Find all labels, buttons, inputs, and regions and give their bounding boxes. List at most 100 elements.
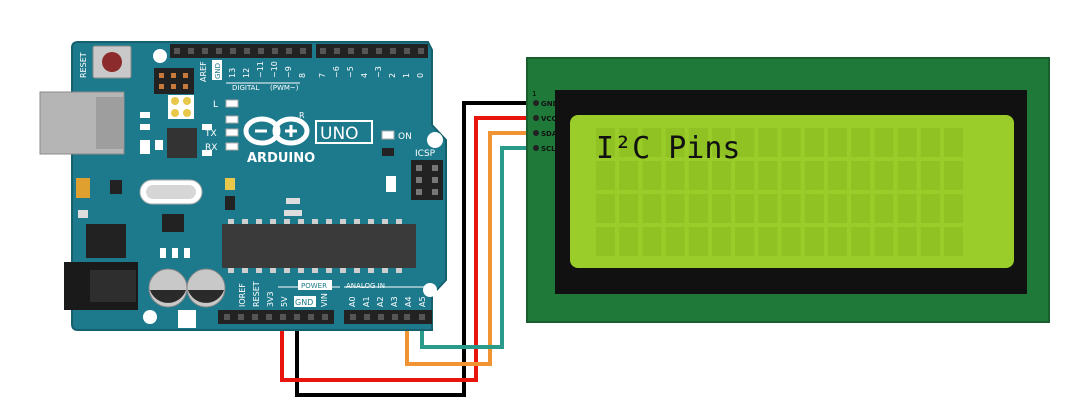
analog-pin-label: A5 [418,296,427,307]
lcd-cell [642,227,662,256]
lcd-cell [828,194,847,223]
icsp-label: ICSP [415,149,436,159]
lcd-cell [828,227,847,256]
lcd-cell [619,161,639,190]
digital-pin-label: ~5 [346,66,355,78]
mount-hole [143,310,157,324]
lcd-cell [735,161,755,190]
digital-pin-label: 0 [416,73,425,78]
lcd-cell [851,161,871,190]
lcd-pin-label: VCC [541,115,557,123]
smd-small-3 [225,178,235,190]
lcd-cell [758,194,778,223]
lcd-cell [874,194,894,223]
icsp-usb-pins [159,73,188,89]
arduino-board: RESET [39,41,447,331]
lcd-pin-number: 1 [532,90,536,98]
digital-pin-label: 1 [402,73,411,78]
lcd-cell [920,161,940,190]
model-badge [315,120,373,144]
wire-sda [405,131,536,366]
digital-header-left [170,44,312,58]
analog-pin-label: A1 [362,296,371,307]
digital-pin-label: ~9 [284,66,293,78]
solder-pads [168,95,194,119]
lcd-module: I²C Pins 1 GND VCC SDA SCL [526,57,1050,323]
power-header [218,310,334,324]
lcd-cell [944,161,963,190]
mount-hole [423,283,437,297]
lcd-cell [596,194,615,223]
lcd-cell [804,194,824,223]
lcd-cell [781,194,801,223]
lcd-cell [897,194,917,223]
lcd-cell [596,227,615,256]
aref-label: AREF [199,61,208,82]
lcd-cell [688,227,708,256]
crystal-inner [146,185,196,199]
lcd-cell [712,128,731,157]
digital-pin-label: 13 [228,68,237,78]
smd-small-6 [284,210,302,216]
power-pin-label: IOREF [238,283,247,307]
lcd-cell [688,128,708,157]
lcd-cell [735,128,755,157]
lcd-cell [804,161,824,190]
wire-vcc [280,116,536,382]
lcd-cell [665,194,685,223]
bottom-header-pins [224,314,425,320]
arduino-logo-icon [243,116,310,146]
lcd-cell [897,161,917,190]
power-pin-label: 5V [280,296,289,307]
lcd-cell [781,128,801,157]
capacitors [148,268,226,308]
registered-mark: R [299,111,305,120]
lcd-cell [897,227,917,256]
wire-gnd [295,101,536,397]
lcd-cell [804,128,824,157]
lcd-cell [874,128,894,157]
lcd-cell [642,161,662,190]
digital-pin-labels: 13 12 ~11 ~10 ~9 8 7 ~6 ~5 4 ~3 2 1 0 [228,61,425,78]
chip-pins [228,219,402,273]
lcd-pins: GND VCC SDA SCL [533,100,559,153]
lcd-cell [712,227,731,256]
lcd-cell [944,128,963,157]
lcd-cell [642,128,662,157]
microcontroller-chip [222,224,416,268]
led-tx-label: TX [204,129,217,139]
smd-components [76,112,212,328]
lcd-cell [619,227,639,256]
lcd-cell [735,227,755,256]
lcd-cell [596,128,615,157]
reset-label: RESET [79,52,88,78]
analog-pin-label: A3 [390,296,399,307]
lcd-cell [920,227,940,256]
lcd-cell [712,194,731,223]
on-label: ON [398,132,412,142]
lcd-cell [619,128,639,157]
wires [280,101,536,397]
lcd-cell [897,128,917,157]
analog-pin-labels: A0 A1 A2 A3 A4 A5 [348,296,427,307]
brand-label: ARDUINO [247,151,315,166]
icsp-header-pins [416,165,438,195]
lcd-pin-label: SCL [541,145,556,153]
lcd-pin-label: SDA [541,130,558,138]
model-label: UNO [320,124,359,144]
lcd-cell [851,128,871,157]
gnd-label-bg [294,296,316,307]
gnd-top-label-bg [212,60,222,80]
digital-pin-label: 8 [298,73,307,78]
pwm-label: (PWM~) [270,84,299,92]
power-label: POWER [301,282,327,290]
lcd-cell [944,194,963,223]
smd-small-4 [225,196,235,210]
lcd-cell [619,194,639,223]
lcd-cell [712,161,731,190]
usb-inner [96,97,124,149]
lcd-cell [944,227,963,256]
power-label-bg [298,280,332,290]
digital-pin-label: ~10 [270,61,279,78]
